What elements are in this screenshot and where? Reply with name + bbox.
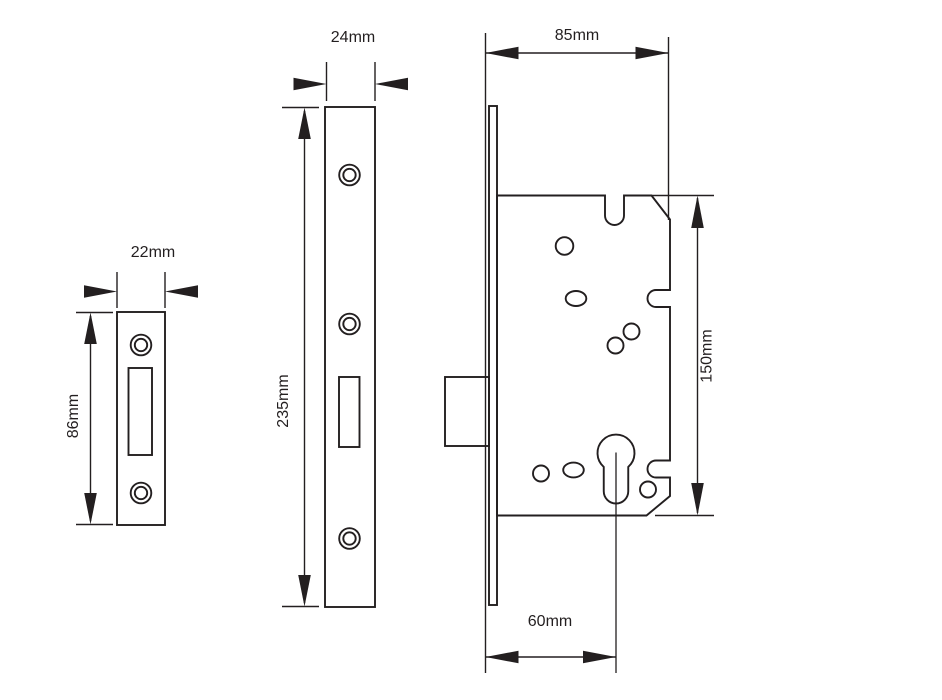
arrowhead-left-icon: [485, 650, 519, 664]
mechanism-hole: [554, 236, 575, 256]
dimension-case-height: 150mm: [652, 194, 716, 517]
arrowhead-left-icon: [165, 285, 198, 298]
screw-hole-inner: [133, 337, 149, 353]
dimension-strike-height: 86mm: [65, 311, 113, 526]
arrowhead-right-icon: [293, 77, 327, 91]
euro-cylinder-hole: [596, 433, 636, 505]
screw-hole: [338, 312, 361, 336]
strike-height-label: 86mm: [65, 394, 82, 438]
arrowhead-down-icon: [84, 493, 97, 525]
screw-hole: [338, 163, 361, 187]
strike-width-label: 22mm: [131, 244, 175, 261]
arrowhead-right-icon: [84, 285, 117, 298]
case-height-label: 150mm: [699, 329, 716, 382]
screw-hole: [338, 527, 361, 550]
screw-hole-inner: [342, 316, 357, 332]
screw-hole: [129, 481, 153, 505]
faceplate-view: 24mm 235mm: [275, 29, 408, 608]
mechanism-hole: [532, 464, 550, 483]
arrowhead-left-icon: [375, 77, 408, 91]
strike-plate-outline: [116, 311, 166, 526]
mechanism-hole: [606, 336, 625, 355]
case-outline: [496, 194, 671, 517]
screw-hole-inner: [133, 485, 149, 501]
latch-slot: [338, 376, 361, 448]
mechanism-hole: [622, 322, 641, 341]
dimension-case-backset: 60mm: [485, 613, 616, 664]
screw-hole-inner: [342, 167, 357, 183]
faceplate-width-label: 24mm: [331, 29, 375, 46]
arrowhead-down-icon: [298, 575, 311, 607]
arrowhead-up-icon: [298, 107, 311, 139]
case-backset-label: 60mm: [528, 613, 572, 630]
case-width-label: 85mm: [555, 27, 599, 44]
mechanism-slot: [562, 461, 585, 479]
dimension-faceplate-height: 235mm: [275, 106, 319, 608]
bolt-slot: [127, 367, 153, 456]
arrowhead-up-icon: [691, 195, 704, 228]
arrowhead-right-icon: [635, 46, 669, 60]
dimension-faceplate-width: 24mm: [293, 29, 408, 101]
dimension-strike-width: 22mm: [84, 244, 198, 308]
screw-hole: [129, 333, 153, 357]
arrowhead-right-icon: [583, 650, 616, 664]
arrowhead-up-icon: [84, 312, 97, 344]
arrowhead-down-icon: [691, 483, 704, 516]
strike-plate-view: 22mm 86mm: [65, 244, 198, 526]
dimension-case-width: 85mm: [485, 27, 670, 220]
latch-bolt: [444, 376, 490, 447]
lock-case-view: 85mm 150mm: [444, 27, 716, 673]
forend-strip: [488, 105, 498, 606]
mechanism-hole: [639, 480, 657, 499]
arrowhead-left-icon: [485, 46, 519, 60]
screw-hole-inner: [342, 531, 357, 546]
faceplate-outline: [324, 106, 376, 608]
faceplate-height-label: 235mm: [275, 374, 292, 427]
mechanism-slot: [564, 290, 588, 307]
